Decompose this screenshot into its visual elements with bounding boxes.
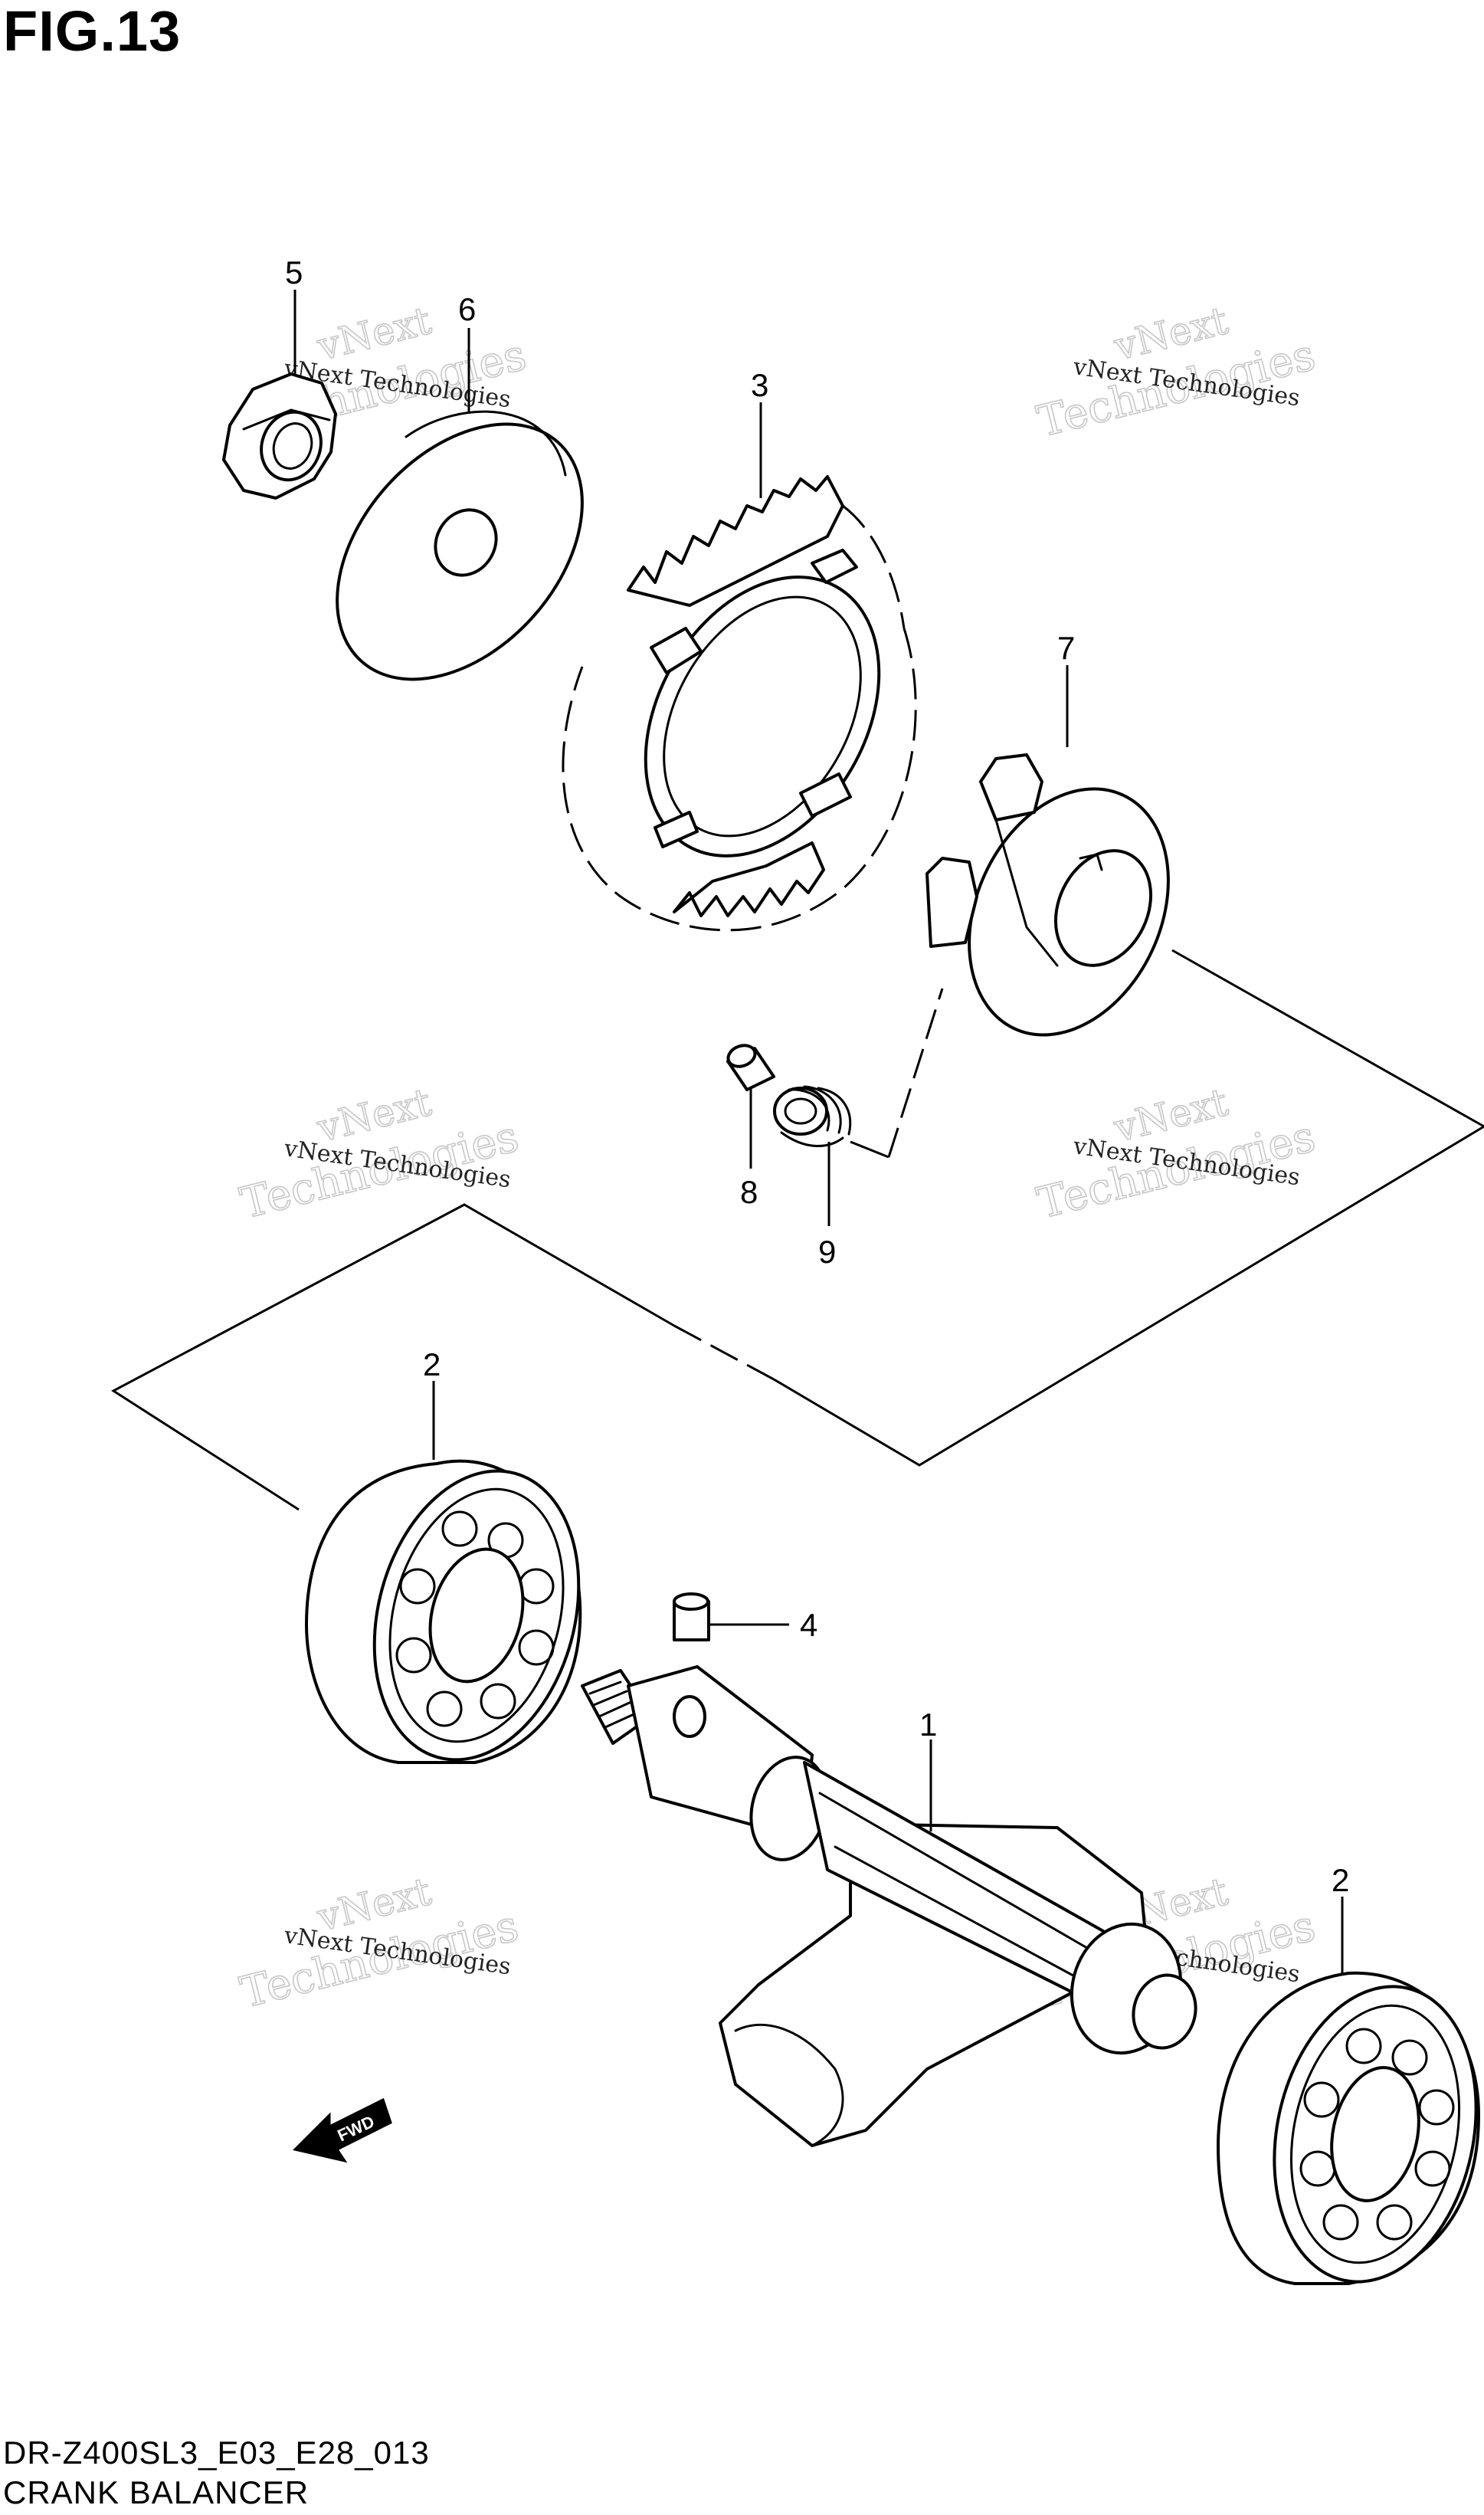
figure-title: FIG.13: [3, 0, 182, 63]
watermark-mid-right: vNext Technologies vNext Technologies: [1032, 1079, 1321, 1229]
callout-3: 3: [751, 367, 768, 403]
part-4-dowel: [673, 1592, 710, 1641]
fwd-arrow-icon: FWD: [293, 2097, 392, 2163]
watermark-top-right: vNext Technologies vNext Technologies: [1032, 297, 1321, 448]
part-5-nut: [222, 372, 337, 500]
part-2-bearing-right: [1217, 1971, 1480, 2285]
callout-8: 8: [740, 1174, 758, 1210]
part-2-bearing-left: [305, 1459, 582, 1764]
part-3-driven-gear: [562, 475, 917, 932]
part-7-hub: [925, 753, 1170, 1037]
callout-numbers: 5 6 3 7 8 9 2 4 1 2: [285, 254, 1349, 1898]
part-6-washer: [336, 410, 584, 681]
part-8-pin: [726, 1044, 775, 1091]
callout-1: 1: [919, 1707, 937, 1743]
assembly-guide-lines: [111, 949, 1484, 1511]
callout-2-left: 2: [423, 1346, 441, 1382]
leader-lines: [293, 290, 1344, 1973]
part-9-spring: [773, 1085, 852, 1147]
diagram-code: DR-Z400SL3_E03_E28_013: [3, 2435, 430, 2471]
callout-4: 4: [800, 1607, 817, 1643]
diagram-title: CRANK BALANCER: [3, 2474, 310, 2510]
part-1-balancer-shaft: [581, 1665, 1197, 2147]
callout-7: 7: [1057, 630, 1075, 666]
watermark-mid-left: vNext Technologies vNext Technologies: [235, 1079, 524, 1229]
callout-9: 9: [818, 1234, 836, 1270]
watermark-bottom-left: vNext Technologies vNext Technologies: [235, 1868, 524, 2018]
callout-6: 6: [458, 291, 476, 327]
callout-2-right: 2: [1332, 1862, 1349, 1898]
callout-5: 5: [285, 254, 303, 290]
